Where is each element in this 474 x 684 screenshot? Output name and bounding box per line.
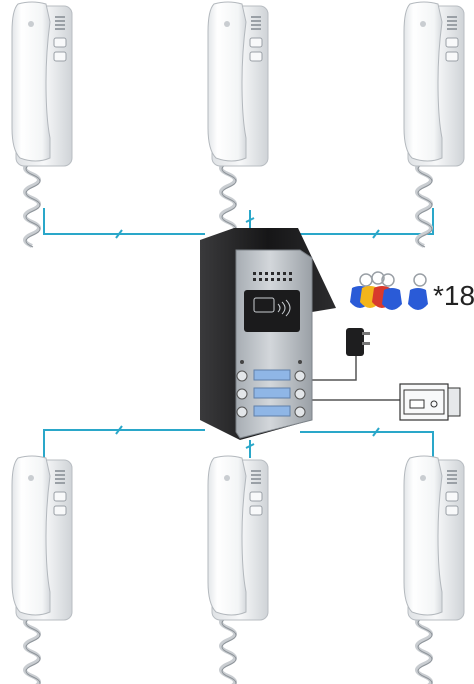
electric-lock (399, 383, 461, 421)
indoor-handset (206, 0, 270, 249)
indoor-handset (206, 454, 270, 684)
wire-break-marks (115, 217, 380, 449)
keyfob-quantity-label: *18 (433, 280, 474, 311)
indoor-handset (10, 454, 74, 684)
outdoor-door-panel (200, 228, 336, 440)
indoor-handset (402, 454, 466, 684)
power-adapter (346, 328, 370, 356)
rfid-card-reader (244, 290, 300, 332)
rfid-keyfobs (350, 271, 428, 310)
connection-wires (43, 208, 434, 458)
indoor-handset (10, 0, 74, 249)
call-buttons (236, 360, 306, 418)
speaker-grille (253, 272, 292, 281)
